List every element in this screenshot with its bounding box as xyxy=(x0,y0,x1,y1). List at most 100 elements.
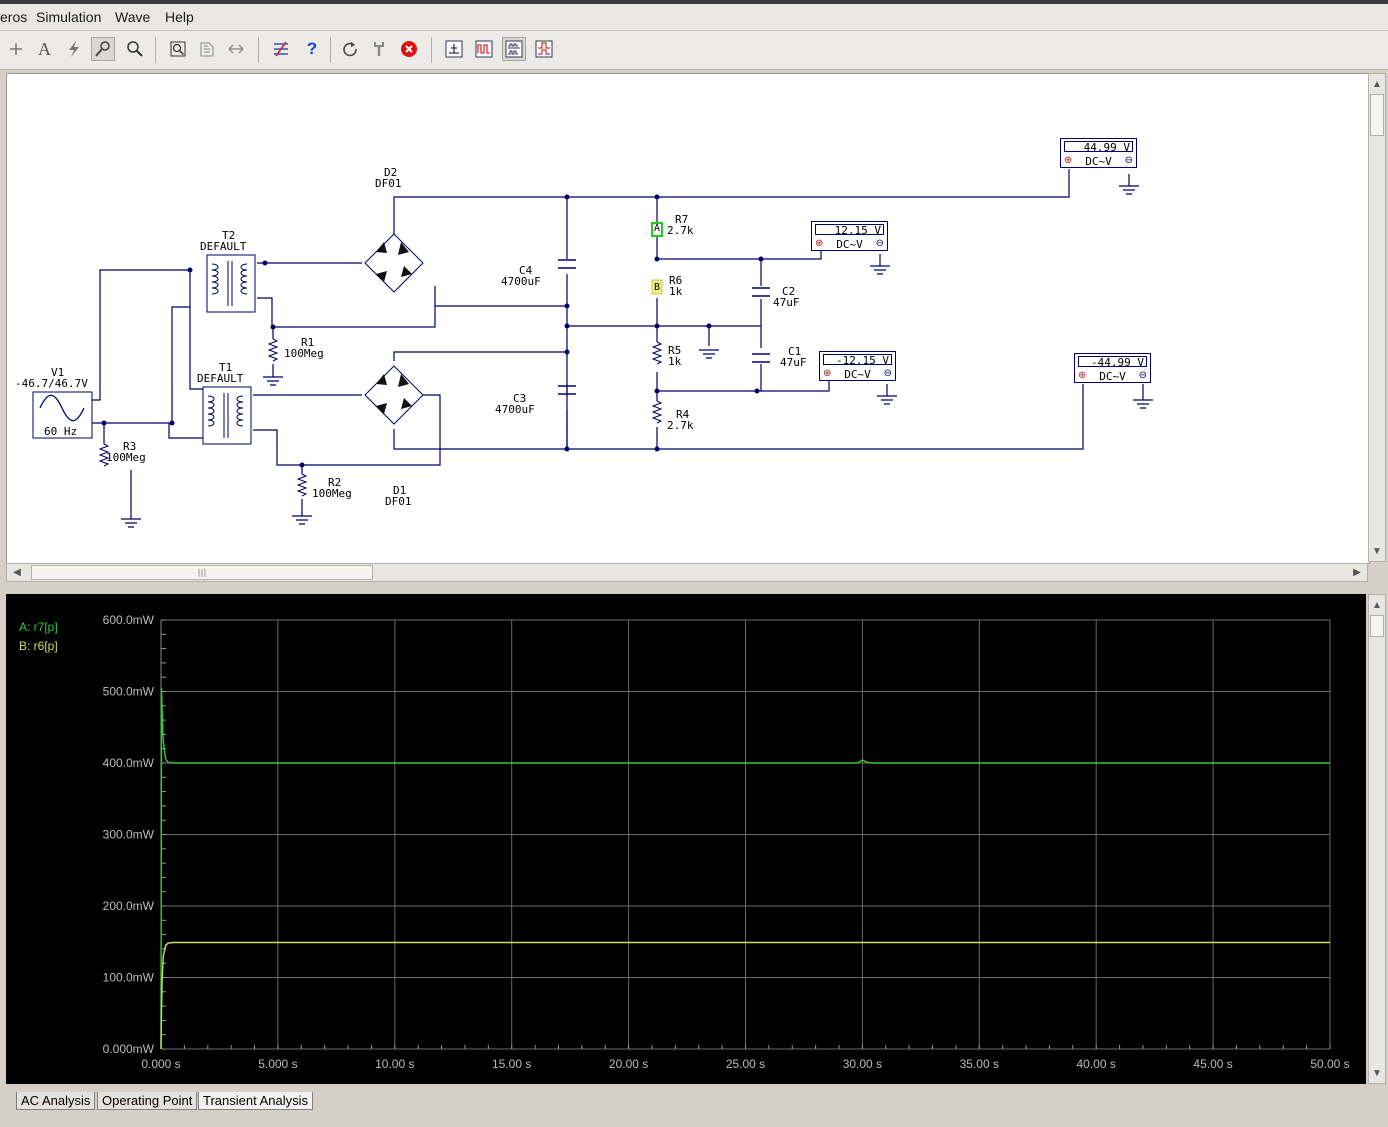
x-tick-label: 50.00 s xyxy=(1310,1057,1349,1071)
scroll-left-icon[interactable]: ◀ xyxy=(13,566,21,578)
tab-operating-point[interactable]: Operating Point xyxy=(97,1092,198,1110)
lightning-icon[interactable] xyxy=(62,37,86,61)
menu-help[interactable]: Help xyxy=(165,9,194,25)
voltmeter[interactable]: -44.99 V DC~V ⊕ ⊖ xyxy=(1074,353,1151,383)
scroll-up-icon[interactable]: ▲ xyxy=(1372,78,1382,90)
reset-icon[interactable] xyxy=(338,37,362,61)
graph-vertical-scrollbar[interactable]: ▲ ▼ xyxy=(1368,594,1386,1084)
schematic-canvas[interactable]: V1 -46.7/46.7V 60 Hz T2 DEFAULT T1 DEFAU… xyxy=(6,73,1370,564)
label-r1-value: 100Meg xyxy=(284,347,324,360)
label-d2-value: DF01 xyxy=(375,177,402,190)
label-t2-value: DEFAULT xyxy=(200,240,247,253)
transformer-t2-symbol xyxy=(206,254,256,313)
scroll-down-icon[interactable]: ▼ xyxy=(1372,1067,1382,1079)
label-c3-value: 4700uF xyxy=(495,403,535,416)
x-tick-label: 30.00 s xyxy=(843,1057,882,1071)
schematic-horizontal-scrollbar[interactable]: ◀ ▶ xyxy=(6,563,1368,582)
y-tick-label: 400.0mW xyxy=(103,756,155,770)
y-tick-label: 100.0mW xyxy=(103,971,155,985)
label-c2-value: 47uF xyxy=(773,296,800,309)
tab-transient-analysis[interactable]: Transient Analysis xyxy=(198,1092,314,1110)
x-tick-label: 0.000 s xyxy=(141,1057,180,1071)
voltmeter-mode: DC~V xyxy=(1099,370,1126,383)
schematic-vertical-scrollbar[interactable]: ▲ ▼ xyxy=(1368,73,1386,562)
label-r2: R2 xyxy=(328,476,342,489)
menu-wave[interactable]: Wave xyxy=(115,9,151,25)
y-tick-label: 0.000mW xyxy=(103,1042,155,1056)
stop-icon[interactable] xyxy=(397,37,421,61)
x-tick-label: 20.00 s xyxy=(609,1057,648,1071)
junction-dots xyxy=(101,194,764,468)
probe-a-marker[interactable] xyxy=(651,222,663,237)
analysis-settings-icon[interactable] xyxy=(269,37,293,61)
x-tick-label: 40.00 s xyxy=(1077,1057,1116,1071)
add-icon[interactable] xyxy=(4,37,28,61)
fit-page-icon[interactable] xyxy=(195,37,219,61)
bridge-d2-symbol xyxy=(364,233,424,293)
ac-source-symbol xyxy=(32,391,93,439)
x-tick-label: 45.00 s xyxy=(1193,1057,1232,1071)
voltmeter-mode: DC~V xyxy=(844,368,871,381)
probe-icon[interactable] xyxy=(91,37,115,61)
pan-icon[interactable] xyxy=(224,37,248,61)
text-tool-icon[interactable]: A xyxy=(33,37,57,61)
label-r4: R4 xyxy=(676,408,690,421)
analysis-tabs: AC Analysis Operating Point Transient An… xyxy=(0,1088,1388,1127)
label-c1-value: 47uF xyxy=(780,356,807,369)
legend-item-b: B: r6[p] xyxy=(19,639,58,653)
svg-text:A: A xyxy=(38,39,51,59)
transformer-t1-symbol xyxy=(202,386,252,445)
voltmeter-reading: -12.15 V xyxy=(823,354,892,366)
plus-terminal-icon: ⊕ xyxy=(815,238,824,249)
label-c2: C2 xyxy=(782,285,796,298)
resistor-symbols xyxy=(98,338,663,497)
label-r4-value: 2.7k xyxy=(667,419,694,432)
menu-macros[interactable]: eros xyxy=(0,9,28,25)
bridge-d1-symbol xyxy=(364,365,424,425)
scroll-thumb[interactable] xyxy=(1370,615,1384,637)
plus-terminal-icon: ⊕ xyxy=(1064,155,1073,166)
minus-terminal-icon: ⊖ xyxy=(1124,155,1133,166)
label-d1: D1 xyxy=(393,484,407,497)
label-c3: C3 xyxy=(513,392,527,405)
voltmeter-reading: -44.99 V xyxy=(1078,356,1147,368)
cursor-graph-icon[interactable] xyxy=(442,37,466,61)
voltmeter-reading: 12.15 V xyxy=(815,224,884,236)
scroll-down-icon[interactable]: ▼ xyxy=(1372,545,1382,557)
scroll-thumb[interactable] xyxy=(1370,94,1384,136)
x-tick-label: 15.00 s xyxy=(492,1057,531,1071)
label-r3-value: 100Meg xyxy=(106,451,146,464)
y-tick-label: 500.0mW xyxy=(103,685,155,699)
toolbar-separator xyxy=(155,37,156,63)
scroll-right-icon[interactable]: ▶ xyxy=(1353,566,1361,578)
y-tick-label: 300.0mW xyxy=(103,828,155,842)
tab-ac-analysis[interactable]: AC Analysis xyxy=(16,1092,96,1110)
window-top-edge xyxy=(0,0,1388,4)
split-graph-icon[interactable] xyxy=(502,37,526,61)
label-t1-value: DEFAULT xyxy=(197,372,244,385)
waveform-icon[interactable] xyxy=(472,37,496,61)
voltmeter[interactable]: -12.15 V DC~V ⊕ ⊖ xyxy=(819,351,896,381)
zoom-icon[interactable] xyxy=(123,37,147,61)
voltmeter[interactable]: 12.15 V DC~V ⊕ ⊖ xyxy=(811,221,888,251)
y-tick-label: 600.0mW xyxy=(103,613,155,627)
label-d1-value: DF01 xyxy=(385,495,412,508)
plus-terminal-icon: ⊕ xyxy=(1078,370,1087,381)
label-t2: T2 xyxy=(222,229,236,242)
label-r1: R1 xyxy=(301,336,315,349)
zoom-window-icon[interactable] xyxy=(166,37,190,61)
label-d2: D2 xyxy=(384,166,398,179)
voltmeter[interactable]: 44.99 V DC~V ⊕ ⊖ xyxy=(1060,138,1137,168)
x-tick-label: 35.00 s xyxy=(960,1057,999,1071)
help-icon[interactable]: ? xyxy=(306,39,318,58)
x-tick-label: 10.00 s xyxy=(375,1057,414,1071)
probe-b-marker[interactable] xyxy=(651,279,663,295)
multi-graph-icon[interactable] xyxy=(532,37,556,61)
menu-simulation[interactable]: Simulation xyxy=(36,9,102,25)
toolbar-separator xyxy=(431,37,432,63)
wrench-icon[interactable] xyxy=(367,37,391,61)
scroll-up-icon[interactable]: ▲ xyxy=(1372,599,1382,611)
scroll-thumb[interactable] xyxy=(31,565,373,580)
toolbar-separator xyxy=(258,37,259,63)
